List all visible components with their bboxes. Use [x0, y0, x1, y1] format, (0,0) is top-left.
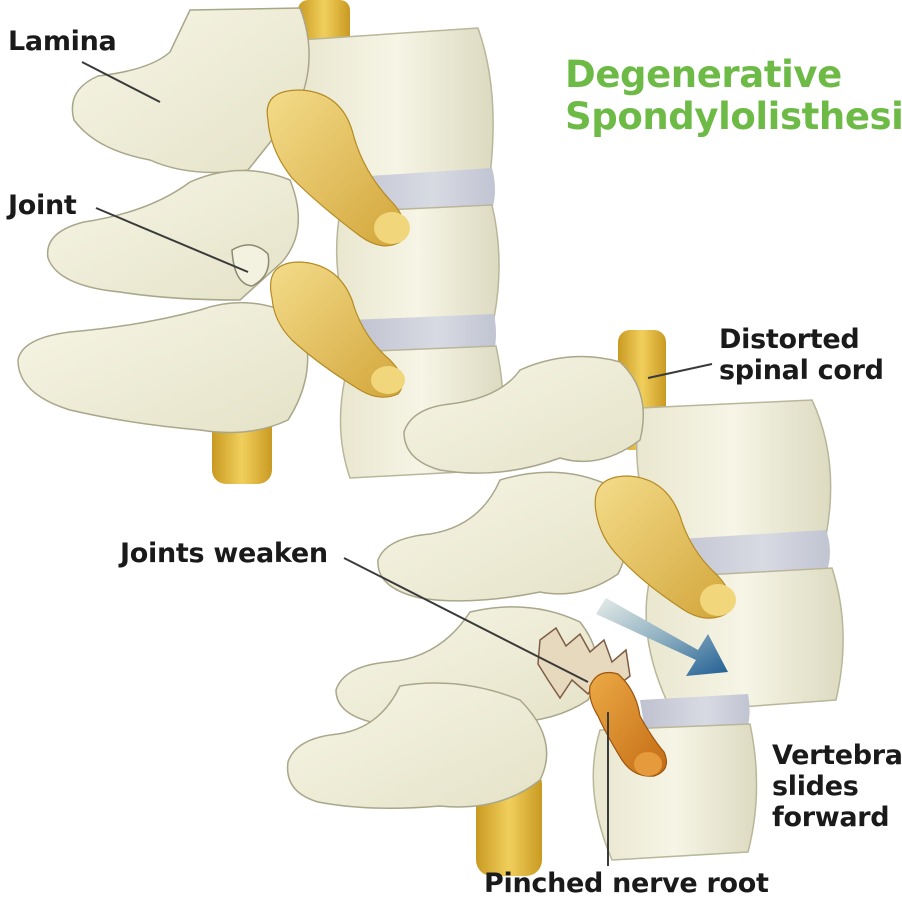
pinched-nerve-root-tip — [634, 752, 662, 776]
label-vertebra-line-1: Vertebra — [772, 740, 902, 771]
upper-nerve-root-1-tip — [374, 212, 410, 244]
label-vertebra-line-3: forward — [772, 802, 902, 833]
label-vertebra-slides-forward: Vertebra slides forward — [772, 740, 902, 833]
lower-nerve-root-tip — [700, 584, 736, 616]
upper-nerve-root-2-tip — [371, 366, 405, 394]
label-joints-weaken: Joints weaken — [120, 538, 328, 569]
lower-lamina-2 — [378, 472, 627, 601]
label-joint: Joint — [8, 190, 76, 221]
label-pinched-nerve-root: Pinched nerve root — [484, 868, 769, 899]
label-distorted-spinal-cord: Distorted spinal cord — [719, 324, 884, 386]
title-line-1: Degenerative — [565, 54, 902, 96]
diagram-title: Degenerative Spondylolisthesis — [565, 54, 902, 138]
upper-lamina-3 — [18, 303, 308, 433]
label-vertebra-line-2: slides — [772, 771, 902, 802]
label-distorted-line-1: Distorted — [719, 324, 884, 355]
title-line-2: Spondylolisthesis — [565, 96, 902, 138]
lower-lamina-4 — [288, 683, 547, 808]
label-lamina: Lamina — [8, 26, 116, 57]
label-distorted-line-2: spinal cord — [719, 355, 884, 386]
